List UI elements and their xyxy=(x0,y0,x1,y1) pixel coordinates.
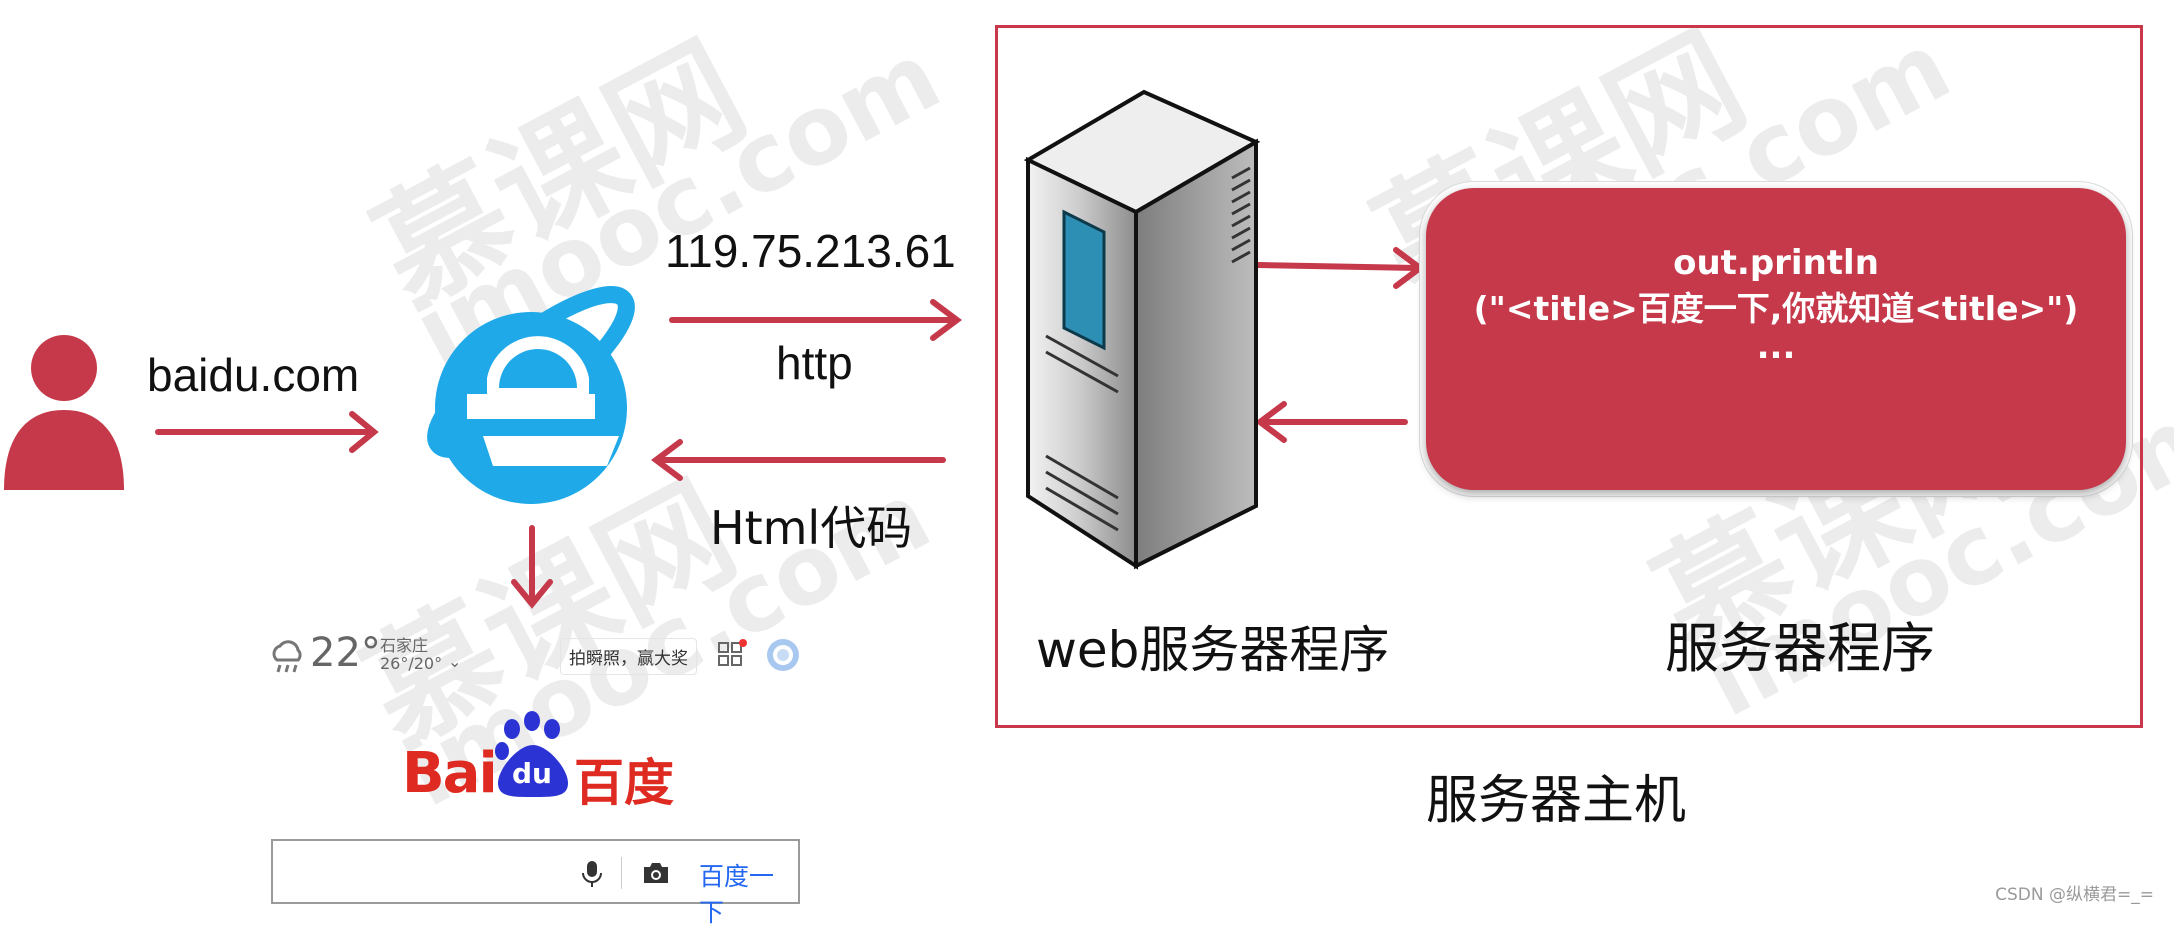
weather-temperature: 22° xyxy=(310,630,381,676)
weather-icon xyxy=(272,640,302,673)
microphone-icon[interactable] xyxy=(579,859,605,889)
search-divider xyxy=(621,857,622,889)
weather-range: 26°/20° xyxy=(380,654,443,673)
ip-address-label: 119.75.213.61 xyxy=(665,225,956,277)
server-host-box xyxy=(995,25,2143,728)
chevron-down-icon[interactable]: ⌄ xyxy=(448,652,462,671)
weather-city: 石家庄 xyxy=(380,636,429,655)
server-program-label: 服务器程序 xyxy=(1665,617,1935,680)
apps-grid-icon[interactable] xyxy=(716,638,748,670)
baidu-search-input[interactable] xyxy=(277,845,581,899)
baidu-logo: Bai du 百度 xyxy=(402,703,682,812)
baidu-logo-du: du xyxy=(512,757,552,790)
promo-button[interactable]: 拍瞬照，赢大奖 xyxy=(560,638,697,675)
code-line-1: out.println xyxy=(1673,243,1879,283)
server-tower-icon xyxy=(1023,89,1261,570)
server-host-label: 服务器主机 xyxy=(1426,771,1687,831)
footer-credit: CSDN @纵横君=_= xyxy=(1995,885,2154,905)
user-icon xyxy=(4,335,124,490)
paw-icon xyxy=(495,711,568,797)
ie-browser-icon xyxy=(427,286,635,504)
arrow-webserver-to-program xyxy=(1255,262,1421,271)
camera-icon[interactable] xyxy=(641,859,671,887)
domain-label: baidu.com xyxy=(147,349,360,401)
code-line-3: ... xyxy=(1756,327,1796,367)
web-server-program-label: web服务器程序 xyxy=(1036,621,1390,679)
baidu-search-button[interactable]: 百度一下 xyxy=(699,862,775,927)
code-line-2: ("<title>百度一下,你就知道<title>") xyxy=(1473,289,2079,328)
baidu-search-box: 百度一下 xyxy=(271,839,800,927)
user-avatar[interactable] xyxy=(764,636,802,674)
server-program-code-box: out.println ("<title>百度一下,你就知道<title>") … xyxy=(1426,188,2126,490)
baidu-logo-bai: Bai xyxy=(402,741,498,806)
protocol-label: http xyxy=(776,337,853,389)
response-label: Html代码 xyxy=(710,501,913,555)
baidu-logo-cn: 百度 xyxy=(574,754,674,812)
